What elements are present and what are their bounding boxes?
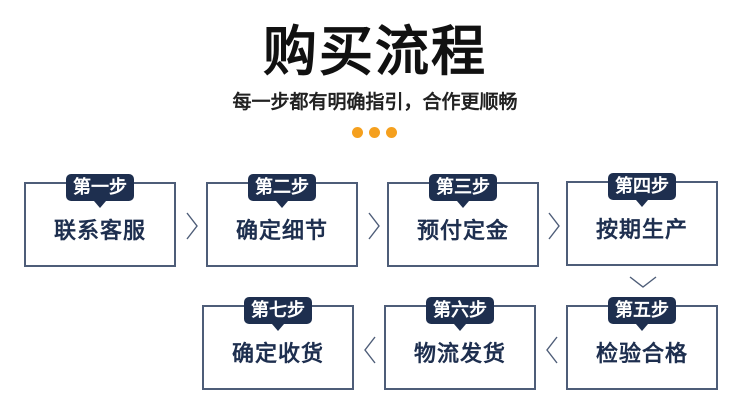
- step-4-label: 按期生产: [595, 218, 688, 243]
- step-3-badge: 第三步: [429, 174, 497, 208]
- step-2-card: 第二步 确定细节: [206, 174, 358, 267]
- step-1-label: 联系客服: [53, 219, 146, 244]
- orange-dot-icon: [369, 127, 380, 138]
- orange-dot-icon: [352, 127, 363, 138]
- step-7-label: 确定收货: [231, 342, 324, 367]
- step-1-badge: 第一步: [66, 174, 134, 208]
- step-7-card: 第七步 确定收货: [202, 297, 354, 390]
- step-2-badge: 第二步: [248, 174, 316, 208]
- step-3-label: 预付定金: [416, 219, 509, 244]
- orange-dot-icon: [386, 127, 397, 138]
- chevron-left-icon: [545, 336, 559, 364]
- page-subtitle: 每一步都有明确指引，合作更顺畅: [232, 91, 518, 113]
- step-5-card: 第五步 检验合格: [566, 297, 718, 390]
- step-6-label: 物流发货: [413, 342, 506, 367]
- step-4-card: 第四步 按期生产: [566, 173, 718, 266]
- chevron-right-icon: [185, 212, 199, 240]
- step-5-label: 检验合格: [595, 342, 688, 367]
- chevron-right-icon: [367, 212, 381, 240]
- step-5-badge: 第五步: [608, 297, 676, 331]
- decorative-dots: [352, 127, 397, 138]
- step-1-card: 第一步 联系客服: [24, 174, 176, 267]
- chevron-left-icon: [363, 336, 377, 364]
- step-6-badge: 第六步: [426, 297, 494, 331]
- chevron-right-icon: [547, 212, 561, 240]
- step-2-label: 确定细节: [235, 219, 328, 244]
- step-3-card: 第三步 预付定金: [387, 174, 539, 267]
- step-4-badge: 第四步: [608, 173, 676, 207]
- page-title: 购买流程: [263, 20, 487, 83]
- step-7-badge: 第七步: [244, 297, 312, 331]
- chevron-down-icon: [629, 276, 657, 288]
- step-6-card: 第六步 物流发货: [384, 297, 536, 390]
